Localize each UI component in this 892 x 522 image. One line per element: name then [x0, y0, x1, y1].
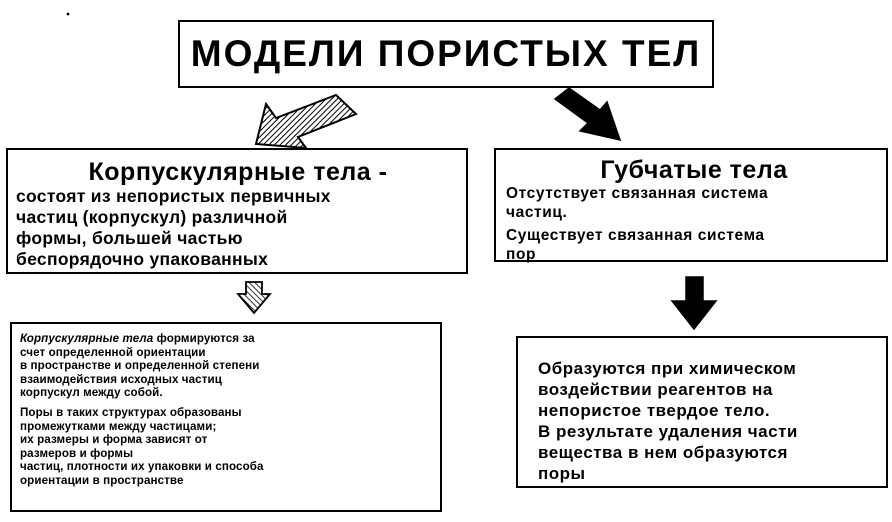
spongy-line: Существует связанная система [506, 227, 765, 244]
spongy-detail-line: непористое твердое тело. [538, 401, 771, 420]
spongy-description: Отсутствует связанная система частиц. Су… [506, 184, 882, 264]
corpuscular-detail-line: Поры в таких структурах образованы [20, 405, 242, 419]
spongy-detail-box: Образуются при химическом воздействии ре… [516, 336, 888, 488]
spongy-detail-line: Образуются при химическом [538, 359, 797, 378]
spongy-line: пор [506, 246, 537, 263]
spongy-line: частиц. [506, 204, 568, 221]
spongy-detail-line: поры [538, 464, 586, 483]
corpuscular-heading: Корпускулярные тела - [88, 158, 388, 186]
spongy-paragraph-1: Отсутствует связанная система частиц. [506, 184, 882, 222]
corpuscular-detail-line: размеров и формы [20, 446, 134, 460]
corpuscular-detail-line: в пространстве и определенной степени [20, 359, 260, 373]
spongy-detail-paragraph-2: В результате удаления части вещества в н… [538, 421, 882, 484]
corpuscular-box: Корпускулярные тела - состоят из непорис… [6, 148, 468, 274]
arrow-to-corpuscular [254, 93, 358, 150]
corpuscular-line: формы, большей частью [16, 228, 243, 248]
spongy-detail-paragraph-1: Образуются при химическом воздействии ре… [538, 358, 882, 421]
corpuscular-detail-box: Корпускулярные тела формируются за счет … [10, 322, 442, 512]
corpuscular-detail-line: промежутками между частицами; [20, 419, 217, 433]
arrow-to-spongy-detail [670, 276, 718, 331]
spongy-heading: Губчатые тела [600, 156, 788, 184]
corpuscular-detail-line1-rest: формируются за [153, 332, 255, 345]
spongy-detail-line: вещества в нем образуются [538, 443, 788, 462]
spongy-detail-line: В результате удаления части [538, 422, 798, 441]
title-box: МОДЕЛИ ПОРИСТЫХ ТЕЛ [178, 20, 714, 88]
dot-mark [66, 12, 70, 16]
arrow-to-spongy [553, 87, 622, 142]
corpuscular-line: беспорядочно упакованных [16, 249, 269, 269]
corpuscular-detail-paragraph-1: Корпускулярные тела формируются за счет … [20, 332, 434, 400]
corpuscular-detail-line: счет определенной ориентации [20, 345, 206, 359]
spongy-detail-line: воздействии реагентов на [538, 380, 773, 399]
page-title: МОДЕЛИ ПОРИСТЫХ ТЕЛ [190, 33, 702, 74]
corpuscular-detail-paragraph-2: Поры в таких структурах образованы проме… [20, 406, 434, 488]
corpuscular-line: частиц (корпускул) различной [16, 207, 288, 227]
corpuscular-detail-line: их размеры и форма зависят от [20, 433, 208, 447]
corpuscular-detail-first-line: Корпускулярные тела формируются за [20, 332, 434, 346]
corpuscular-description: состоят из непористых первичных частиц (… [16, 186, 460, 270]
arrow-to-corpuscular-detail [236, 281, 272, 315]
corpuscular-detail-line: ориентации в пространстве [20, 473, 184, 487]
corpuscular-line: состоят из непористых первичных [16, 186, 331, 206]
corpuscular-detail-italic-lead: Корпускулярные тела [20, 332, 154, 345]
spongy-box: Губчатые тела Отсутствует связанная сист… [494, 148, 888, 264]
corpuscular-detail-line: корпускул между собой. [20, 386, 163, 400]
spongy-paragraph-2: Существует связанная система пор [506, 226, 882, 264]
corpuscular-detail-line: взаимодействия исходных частиц [20, 372, 222, 386]
corpuscular-detail-line: частиц, плотности их упаковки и способа [20, 460, 264, 474]
spongy-line: Отсутствует связанная система [506, 185, 769, 202]
